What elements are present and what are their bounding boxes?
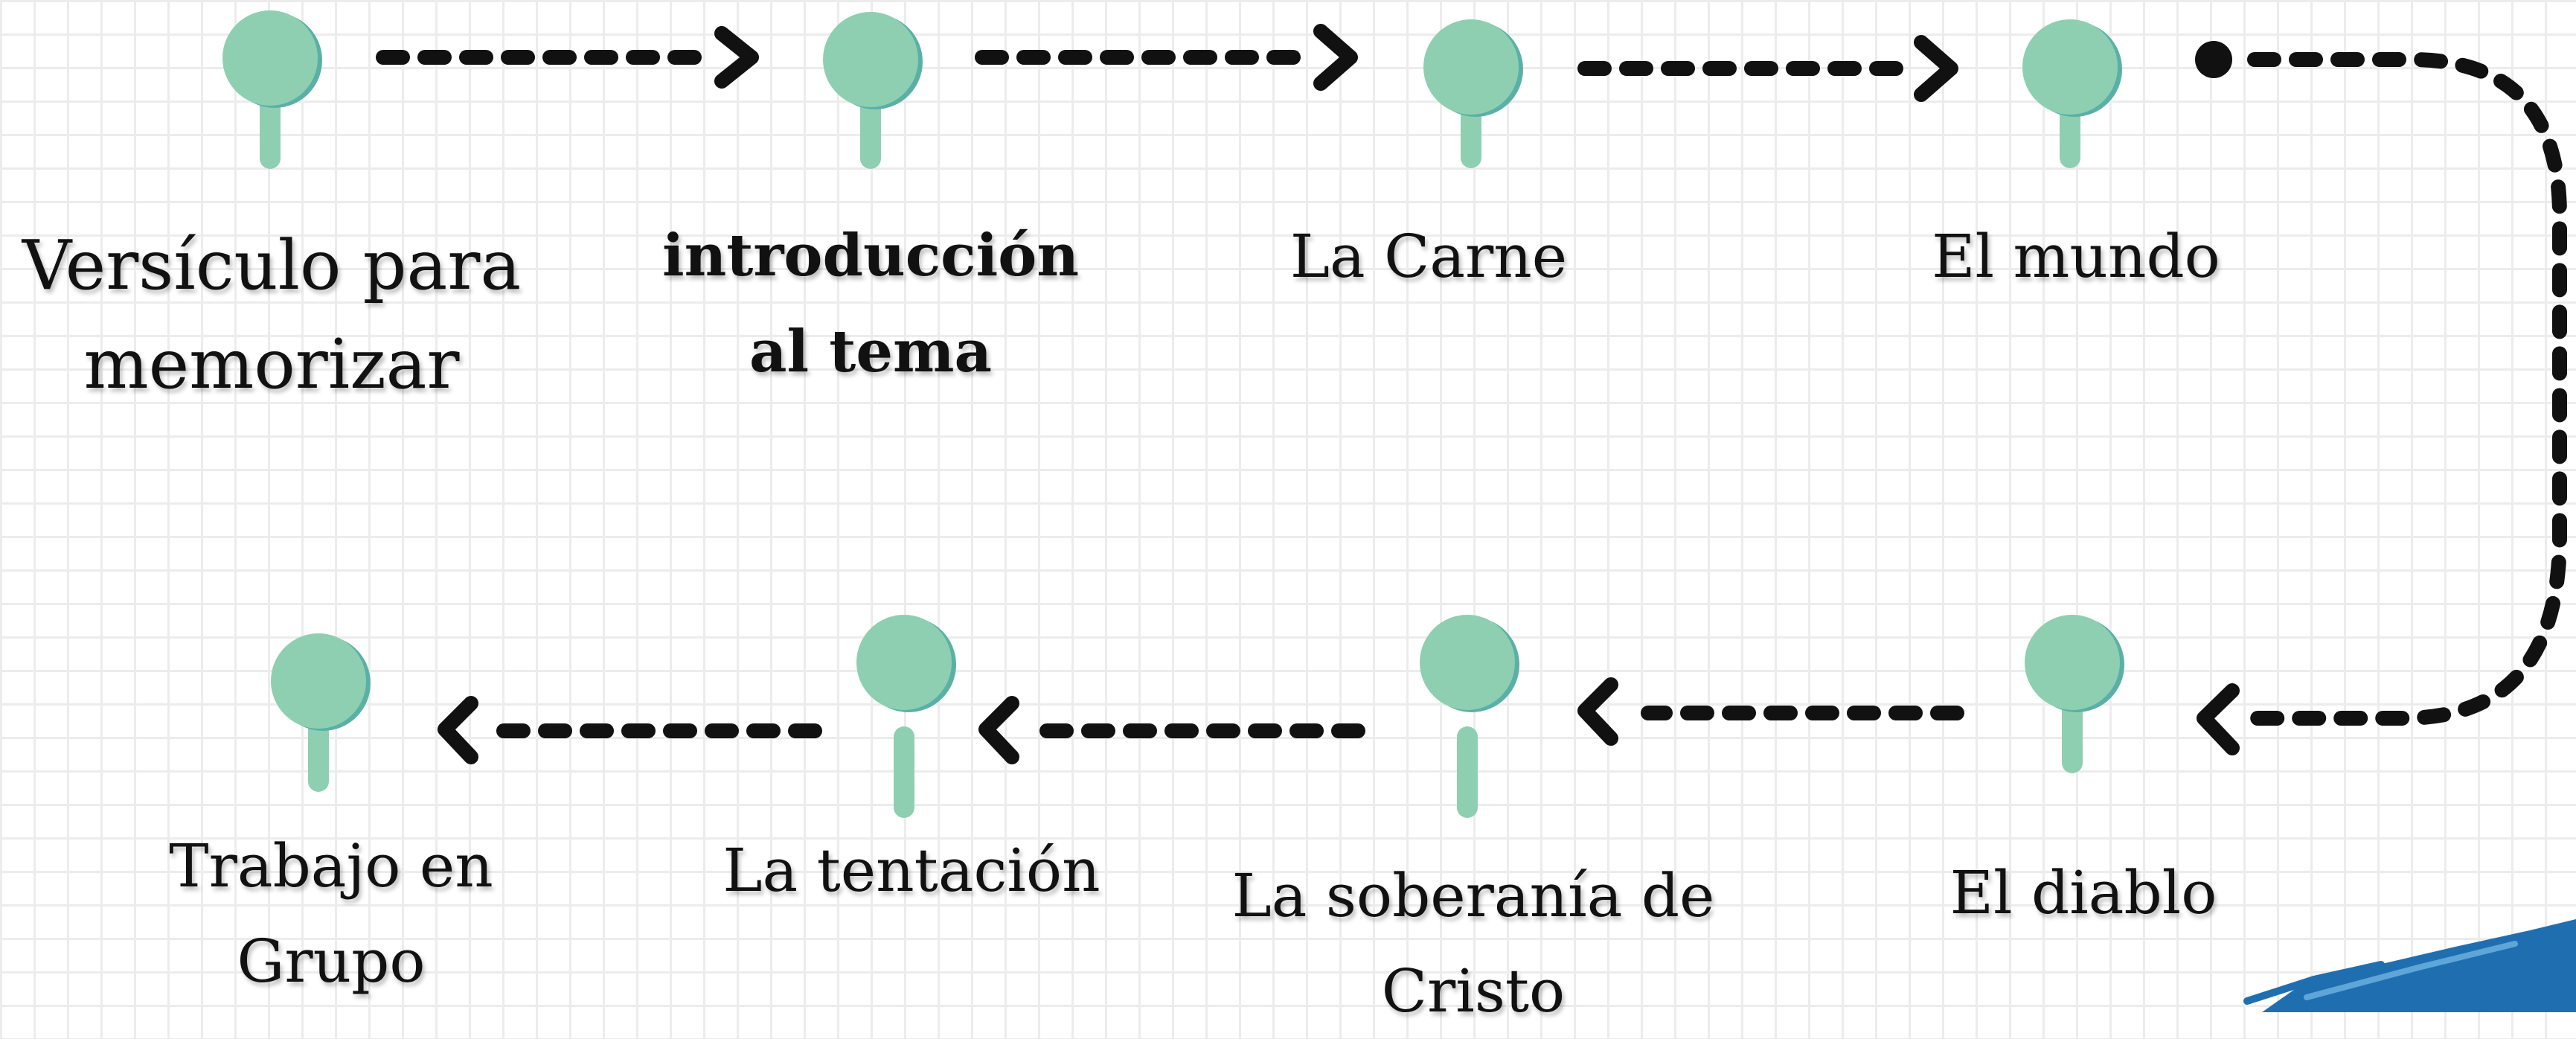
- map-pin-icon: [222, 10, 322, 169]
- step-label-versiculo: Versículo para memorizar: [22, 226, 522, 405]
- connector-7-8: [438, 696, 822, 764]
- connector-6-7: [978, 696, 1365, 764]
- connector-5-6: [1577, 677, 1964, 746]
- map-pin-icon: [2022, 19, 2122, 168]
- map-pin-icon: [1420, 615, 1519, 818]
- map-pin-icon: [1423, 19, 1523, 168]
- map-pin-icon: [2025, 615, 2124, 773]
- step-label-el-mundo: El mundo: [1932, 222, 2220, 291]
- map-pin-icon: [856, 615, 956, 818]
- connector-4-5-loop: [2195, 41, 2567, 755]
- step-label-el-diablo: El diablo: [1949, 858, 2217, 927]
- connector-2-3: [975, 24, 1358, 91]
- flow-diagram: [222, 10, 2576, 1012]
- brush-stroke-decoration: [2243, 919, 2576, 1012]
- step-label-soberania: La soberanía de Cristo: [1231, 861, 1715, 1026]
- map-pin-icon: [823, 12, 923, 169]
- connector-1-2: [376, 26, 759, 89]
- connector-3-4: [1577, 35, 1958, 102]
- step-label-tentacion: La tentación: [723, 836, 1100, 905]
- step-label-trabajo-grupo: Trabajo en Grupo: [169, 831, 493, 996]
- step-label-introduccion: introducción al tema: [661, 222, 1080, 386]
- map-pin-icon: [271, 633, 371, 792]
- step-label-la-carne: La Carne: [1289, 222, 1568, 291]
